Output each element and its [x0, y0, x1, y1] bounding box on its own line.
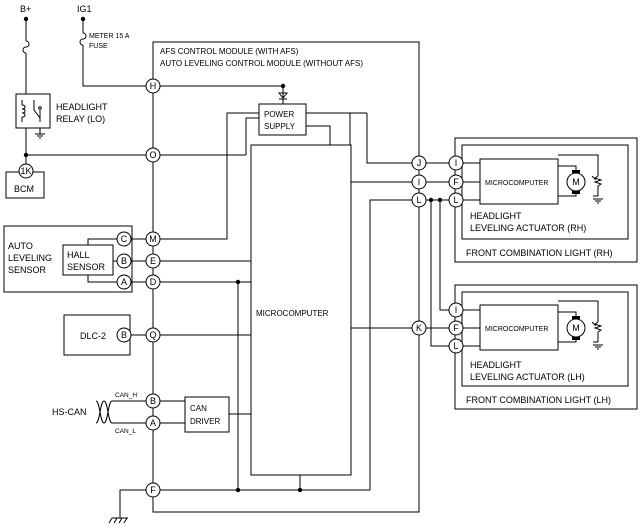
dlc2-label: DLC-2 [80, 331, 106, 341]
rh-actuator-label-line-1: HEADLIGHT [470, 211, 522, 221]
sensor-pin-c-label: C [121, 234, 128, 244]
module-pin-i-label: I [418, 177, 421, 187]
power-supply-label-line-1: POWER [264, 110, 294, 119]
lh-pin-i-label: I [455, 305, 458, 315]
lh-actuator-label-line-2: LEVELING ACTUATOR (LH) [470, 372, 585, 382]
can-driver-label-line-2: DRIVER [190, 417, 220, 426]
h-to-power-supply-wire [160, 85, 284, 104]
sensor-label-line-3: SENSOR [8, 265, 47, 275]
diode-icon [277, 92, 289, 100]
module-pin-q-label: Q [149, 330, 156, 340]
module-microcomputer-label: MICROCOMPUTER [256, 309, 329, 318]
sensor-c-inner-wire [87, 238, 117, 245]
lh-microcomputer-label: MICROCOMPUTER [485, 326, 548, 333]
rh-pin-f-label: F [453, 177, 459, 187]
lh-actuator-label-line-1: HEADLIGHT [470, 360, 522, 370]
module-pin-h-label: H [150, 81, 157, 91]
module-pin-m-label: M [149, 234, 157, 244]
power-supply-left-feed [160, 112, 259, 240]
rh-motor-brush-bottom [572, 191, 580, 194]
rh-potentiometer-icon [591, 175, 603, 204]
sensor-pin-b-label: B [121, 256, 127, 266]
lh-pin-f-label: F [453, 323, 459, 333]
fuse-label-line-1: METER 15 A [89, 33, 130, 40]
ig1-to-module-h-wire [82, 45, 146, 87]
relay-contact [38, 106, 42, 110]
can-driver-box [184, 396, 230, 433]
module-pin-j-label: J [417, 158, 422, 168]
chassis-ground-icon [108, 517, 128, 524]
f-ground-wire [119, 489, 146, 518]
lh-potentiometer-icon [591, 321, 603, 350]
h-junction [280, 83, 286, 89]
module-pin-o-label: O [149, 150, 156, 160]
module-pin-f-label: F [150, 485, 156, 495]
bcm-label: BCM [14, 184, 34, 194]
power-supply-label-line-2: SUPPLY [264, 122, 296, 131]
actuator-rh-box [461, 144, 629, 240]
ig1-label: IG1 [77, 4, 92, 14]
bcm-pin-1k [18, 163, 34, 179]
twisted-pair-icon [95, 400, 113, 424]
relay-label-line-1: HEADLIGHT [56, 102, 108, 112]
l-inner-wire [369, 199, 412, 490]
rh-motor-label: M [572, 177, 580, 187]
actuator-lh-box [461, 291, 629, 387]
power-supply-right-feed-1 [306, 112, 351, 145]
power-supply-box [258, 103, 307, 136]
ground-junction-1 [235, 487, 241, 493]
hall-sensor-label-line-2: SENSOR [67, 262, 106, 272]
module-pin-a-label: A [150, 418, 156, 428]
j-inner-wire [329, 113, 412, 164]
relay-switch-icon [33, 100, 41, 122]
module-pin-l-label: L [416, 195, 421, 205]
module-pin-b-label: B [150, 396, 156, 406]
relay-label-line-2: RELAY (LO) [56, 114, 105, 124]
lh-motor-label: M [572, 323, 580, 333]
meter-fuse-icon [79, 32, 87, 46]
module-pin-k-label: K [416, 323, 422, 333]
module-title-line-1: AFS CONTROL MODULE (WITH AFS) [160, 47, 299, 56]
hall-sensor-label-line-1: HALL [67, 250, 90, 260]
bplus-label: B+ [20, 4, 31, 14]
can-h-label: CAN_H [115, 392, 137, 399]
lh-light-label: FRONT COMBINATION LIGHT (LH) [466, 395, 611, 405]
l-to-lh-l-wire [430, 200, 449, 347]
module-pin-e-label: E [150, 256, 156, 266]
relay-ground-icon [35, 133, 45, 139]
hscan-label: HS-CAN [52, 407, 87, 417]
sensor-a-inner-wire [87, 275, 117, 283]
o-to-power-supply-wire [160, 117, 259, 156]
power-supply-right-feed-2 [306, 125, 331, 145]
module-microcomputer [250, 144, 352, 476]
j-to-lh-i-wire [439, 200, 449, 311]
rh-actuator-label-line-2: LEVELING ACTUATOR (RH) [470, 223, 586, 233]
relay-coil-icon [21, 100, 26, 122]
module-pin-d-label: D [150, 277, 157, 287]
dlc2-pin-b-label: B [121, 330, 127, 340]
rh-motor-brush-top [572, 170, 580, 173]
rh-light-label: FRONT COMBINATION LIGHT (RH) [466, 248, 613, 258]
fuse-label-line-2: FUSE [89, 43, 108, 50]
module-title-line-2: AUTO LEVELING CONTROL MODULE (WITHOUT AF… [160, 59, 363, 68]
rh-microcomputer-label: MICROCOMPUTER [485, 180, 548, 187]
sensor-label-line-1: AUTO [8, 241, 33, 251]
bplus-fuse-icon [22, 40, 30, 54]
sensor-pin-a-label: A [121, 277, 127, 287]
lh-motor-brush-top [572, 316, 580, 319]
lh-microcomputer-box [479, 304, 559, 351]
sensor-label-line-2: LEVELING [8, 253, 52, 263]
bcm-pin-1k-label: 1K [20, 166, 31, 176]
can-driver-label-line-1: CAN [190, 404, 207, 413]
lh-pin-l-label: L [453, 341, 458, 351]
can-l-label: CAN_L [115, 428, 136, 435]
rh-microcomputer-box [479, 158, 559, 205]
rh-pin-i-label: I [455, 158, 458, 168]
auto-leveling-sensor-box [3, 225, 133, 293]
lh-motor-brush-bottom [572, 337, 580, 340]
hall-sensor-box [62, 244, 114, 276]
rh-pin-l-label: L [453, 195, 458, 205]
headlight-relay [15, 93, 51, 129]
